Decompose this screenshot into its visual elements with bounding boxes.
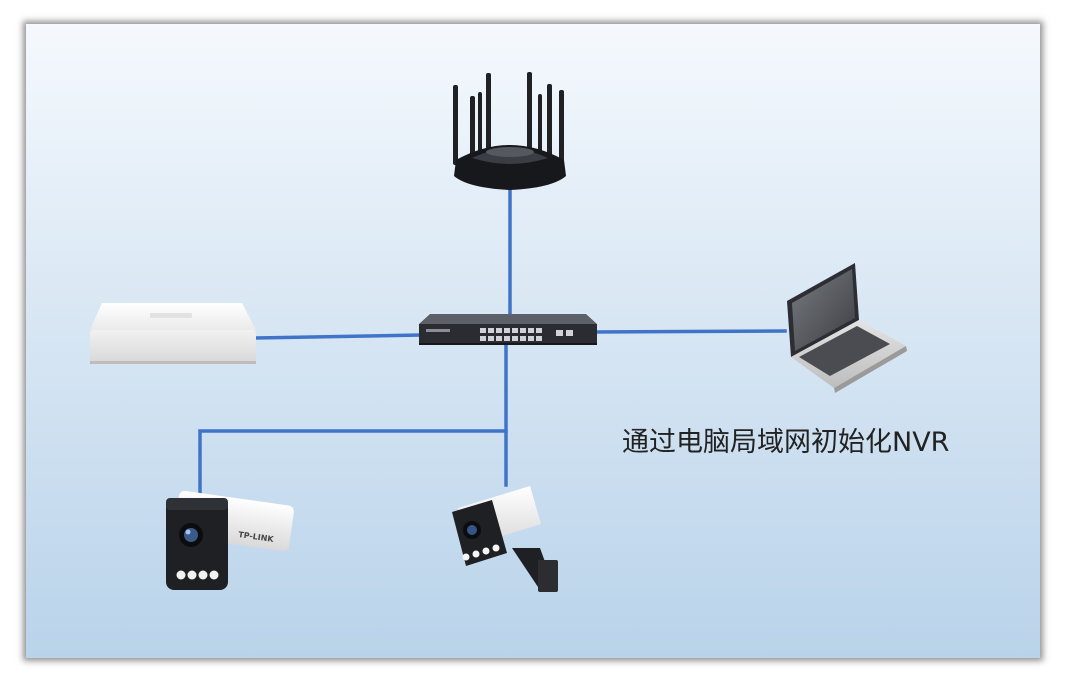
bullet-camera-icon: TP-LINK: [166, 490, 294, 590]
wireless-router-icon: [453, 72, 566, 190]
bracket-camera-icon: [452, 486, 558, 592]
connections: [198, 186, 787, 502]
nvr-recorder-icon: [90, 303, 256, 364]
network-switch-icon: [419, 314, 597, 345]
link-switch-nvr: [254, 333, 422, 340]
laptop-icon: [787, 263, 907, 393]
link-switch-laptop: [594, 329, 787, 334]
link-switch-bullet-camera: [198, 343, 508, 502]
diagram-caption: 通过电脑局域网初始化NVR: [622, 427, 950, 458]
